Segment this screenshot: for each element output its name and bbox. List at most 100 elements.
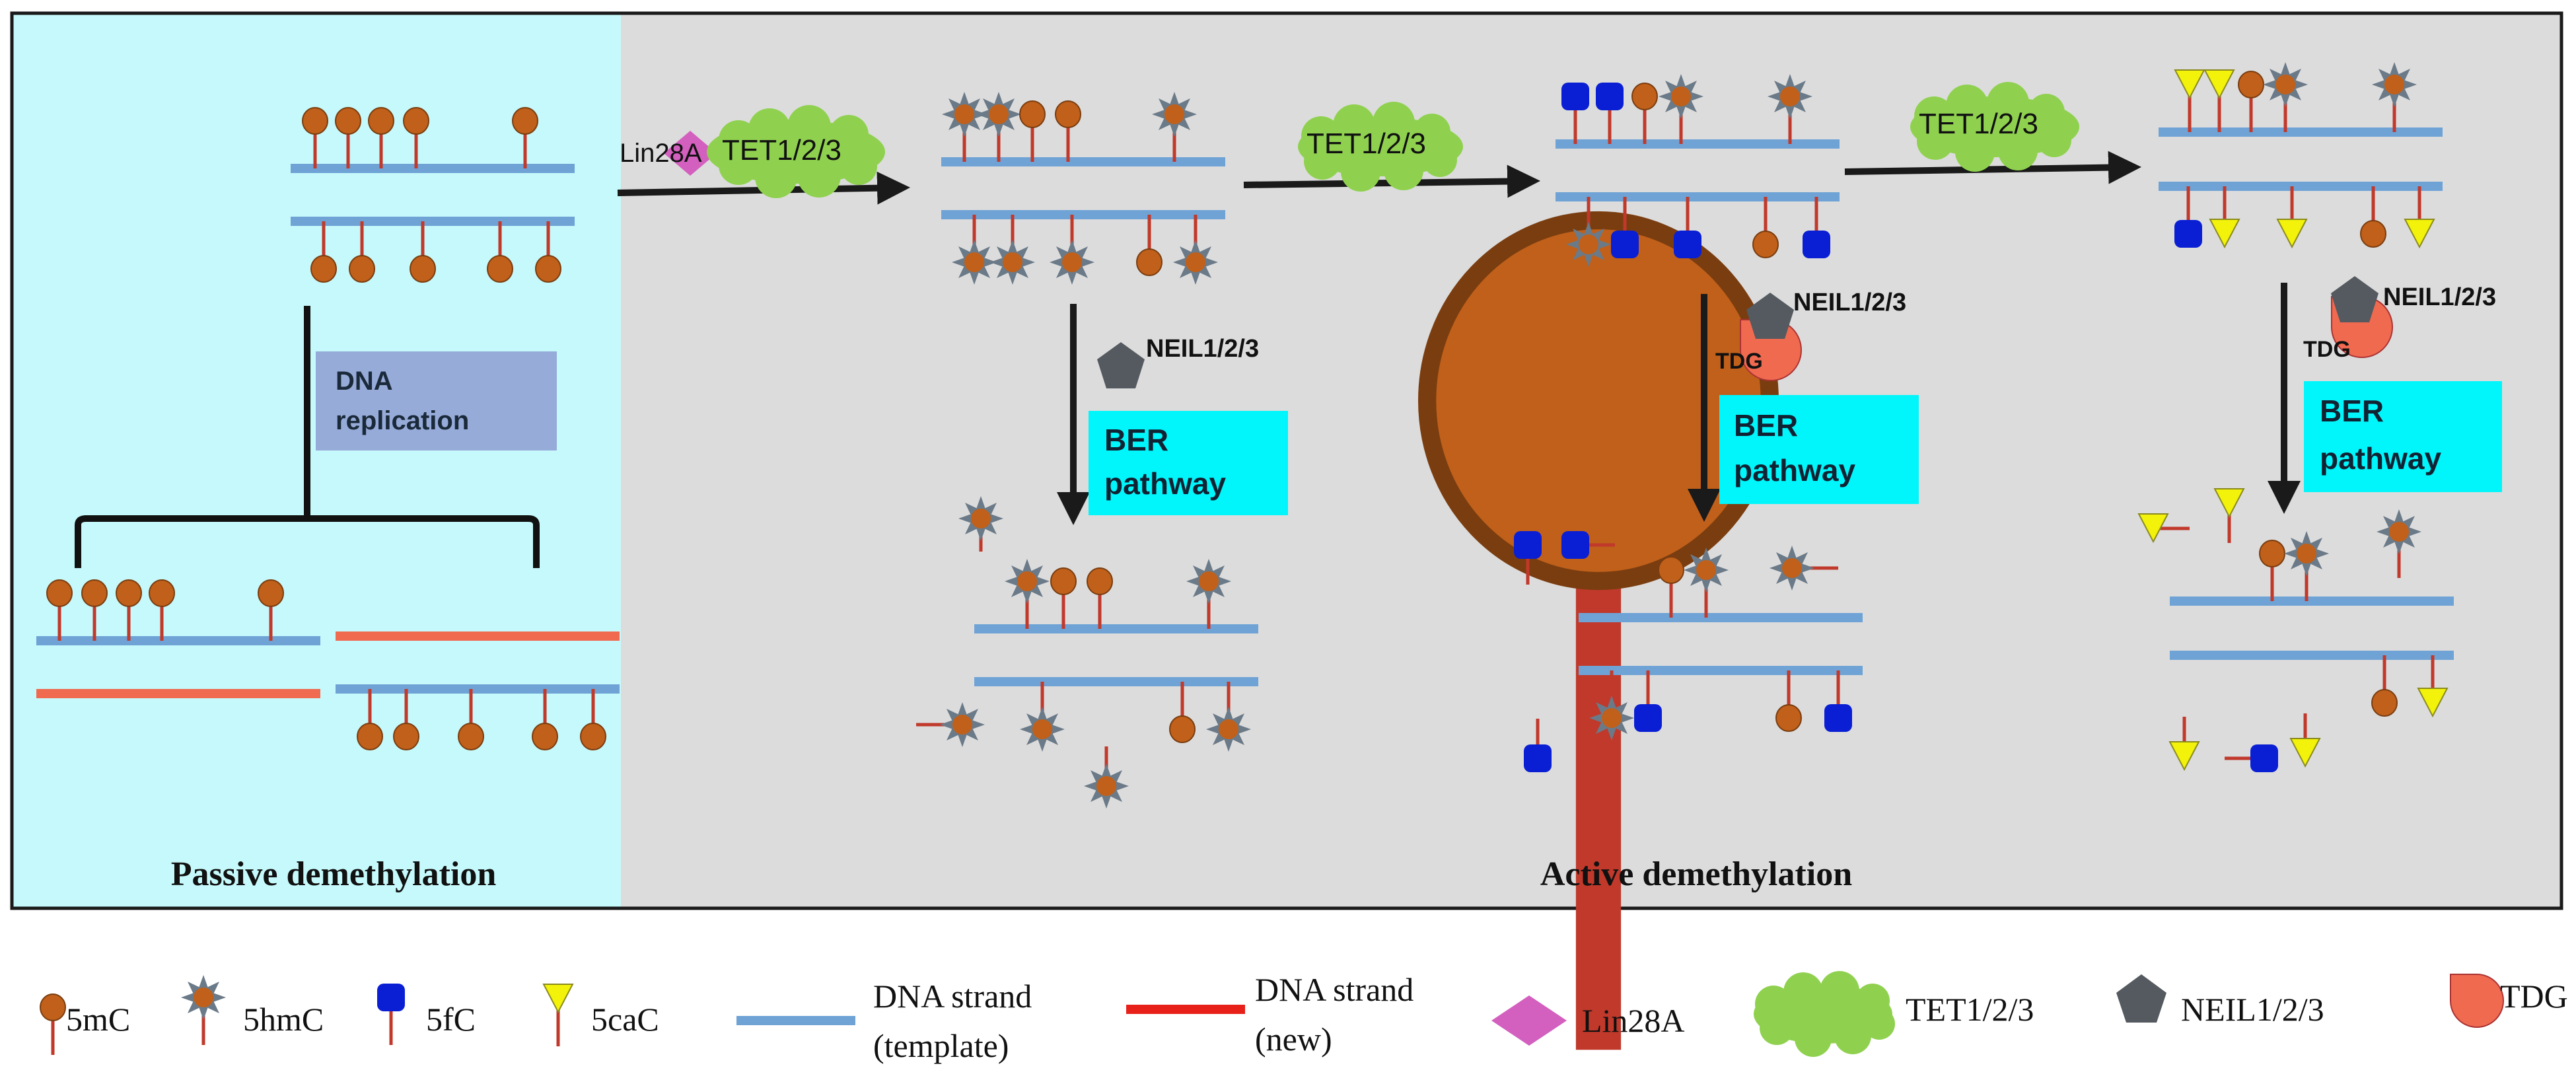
mark-5mc: [1658, 556, 1684, 618]
mark-5hmc: [1020, 682, 1065, 752]
legend-lin28a-icon: [1491, 995, 1567, 1046]
mark-5mc: [1775, 670, 1802, 732]
active-demethylation-title: Active demethylation: [1540, 855, 1852, 893]
mark-5mc: [535, 221, 561, 283]
mark-5mc: [349, 221, 375, 283]
mark-5hmc: [1684, 548, 1729, 618]
mark-5hmc-excised: [2377, 509, 2421, 578]
neil-label-3: NEIL1/2/3: [2383, 283, 2496, 311]
legend-tdg-label: TDG: [2500, 978, 2568, 1015]
passive-daughter-left: [36, 636, 320, 698]
legend-tet-label: TET1/2/3: [1906, 991, 2034, 1028]
mark-5mc: [357, 689, 383, 750]
tet-enzyme-icon-3: [1910, 82, 2079, 172]
mark-5cac-excised: [2289, 713, 2321, 768]
mark-5hmc: [942, 92, 987, 162]
mark-5hmc: [976, 92, 1021, 162]
mark-5hmc-excised: [958, 496, 1003, 552]
legend-5fc-icon: [377, 984, 405, 1045]
mark-5mc: [403, 107, 429, 168]
stage3-repaired-dna: [2170, 596, 2454, 660]
mark-5mc: [2259, 540, 2285, 601]
mark-5cac: [2174, 69, 2205, 132]
mark-5hmc: [2263, 62, 2308, 132]
legend-new-label-line1: DNA strand: [1255, 971, 1413, 1008]
mark-5mc: [1050, 567, 1077, 629]
mark-5hmc: [1566, 197, 1611, 267]
mark-5hmc: [1768, 74, 1812, 144]
mark-5hmc: [1005, 559, 1050, 629]
mark-5fc: [1596, 83, 1624, 144]
mark-5fc: [2174, 186, 2202, 248]
mark-5mc: [410, 221, 436, 283]
mark-5mc: [310, 221, 337, 283]
legend-tet-icon: [1754, 971, 1895, 1057]
legend-template-label-line2: (template): [873, 1027, 1009, 1064]
ber-pathway-box-2: [1719, 395, 1919, 504]
legend-5fc-label: 5fC: [426, 1001, 476, 1038]
mark-5fc: [1561, 83, 1589, 144]
mark-5mc: [149, 579, 175, 641]
mark-5mc: [2238, 71, 2264, 132]
mark-5mc: [1055, 100, 1081, 162]
ber-pathway-box-1: [1089, 411, 1288, 515]
mark-5fc-excised: [1524, 719, 1552, 772]
mark-5hmc: [1050, 215, 1094, 285]
mark-5fc: [1824, 670, 1852, 732]
mark-5hmc: [1589, 670, 1634, 740]
ber-label-3-line1: BER: [2320, 394, 2384, 428]
ber-pathway-box-3: [2304, 381, 2502, 492]
mark-5fc-excised: [2225, 744, 2278, 772]
stage2-dna: [1556, 139, 1840, 201]
legend-5cac-icon: [542, 984, 574, 1046]
stage1-repaired-dna: [974, 624, 1258, 686]
legend-5cac-label: 5caC: [591, 1001, 659, 1038]
mark-5hmc-excised: [916, 702, 985, 747]
mark-5cac: [2276, 186, 2308, 249]
legend-5hmc-icon: [181, 975, 226, 1045]
mark-5mc: [458, 689, 484, 750]
tdg-label-2: TDG: [2303, 337, 2351, 362]
stage2-repaired-dna: [1579, 613, 1863, 675]
mark-5cac-excised: [2213, 488, 2245, 543]
mark-5mc: [258, 579, 284, 641]
mark-5mc: [1087, 567, 1113, 629]
legend-5hmc-label: 5hmC: [243, 1001, 324, 1038]
ber-label-1-line1: BER: [1104, 423, 1168, 457]
mark-5fc-excised: [1514, 531, 1542, 585]
mark-5mc: [46, 579, 73, 641]
ber-label-1-line2: pathway: [1104, 466, 1226, 501]
mark-5hmc: [1152, 92, 1197, 162]
legend: 5mC 5hmC 5fC 5caC DNA strand (template) …: [40, 971, 2568, 1064]
mark-5mc: [81, 579, 108, 641]
mark-5mc: [1136, 215, 1163, 276]
lin28a-label: Lin28A: [620, 139, 702, 168]
ber-label-2-line1: BER: [1734, 408, 1798, 443]
neil-enzyme-icon-1: [1097, 342, 1145, 388]
passive-daughter-right: [336, 631, 620, 694]
mark-5mc: [2360, 186, 2386, 248]
neil-enzyme-icon-3: [2331, 276, 2379, 322]
mark-5mc: [532, 689, 558, 750]
mark-5mc: [1631, 83, 1658, 144]
mark-5fc: [1674, 197, 1701, 258]
mark-5mc: [393, 689, 419, 750]
ber-label-3-line2: pathway: [2320, 441, 2441, 476]
mark-5cac-excised: [2137, 513, 2190, 544]
mark-5hmc: [952, 215, 997, 285]
mark-5mc: [512, 107, 538, 168]
legend-new-label-line2: (new): [1255, 1021, 1332, 1058]
mark-5mc: [1169, 682, 1196, 743]
tet-enzyme-icon-2: [1298, 102, 1463, 192]
neil-enzyme-icon-2: [1746, 293, 1794, 339]
tet-enzyme-icon-1: [707, 105, 885, 198]
legend-tdg-icon: [2450, 974, 2504, 1028]
arrow-tet-3: [1844, 151, 2141, 184]
mark-5hmc: [1186, 559, 1231, 629]
mark-5mc: [487, 221, 513, 283]
mark-5mc: [580, 689, 606, 750]
mark-5hmc-excised: [1770, 546, 1838, 591]
mark-5hmc: [1206, 682, 1251, 752]
tet-label-3: TET1/2/3: [1919, 108, 2038, 140]
